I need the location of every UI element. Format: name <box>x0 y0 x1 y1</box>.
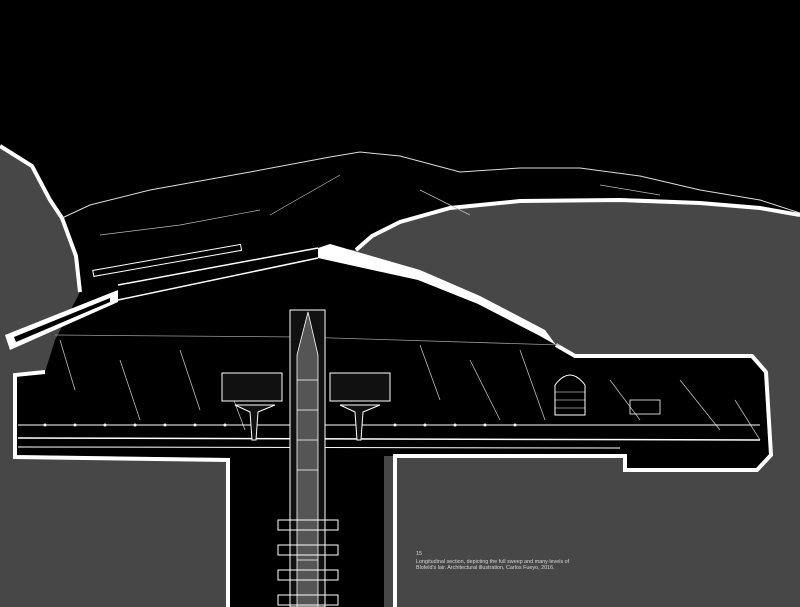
ridge-line <box>61 151 800 219</box>
roof-line <box>117 247 319 301</box>
figure-caption: 15 Longitudinal section, depicting the f… <box>416 551 586 572</box>
suspended-pods <box>221 372 391 441</box>
hill-outline-right <box>354 197 800 252</box>
central-tower <box>277 309 339 607</box>
figure-number: 15 <box>416 551 422 557</box>
dome-structure <box>554 374 586 416</box>
mountain-outline-left <box>0 144 82 293</box>
caption-text: Longitudinal section, depicting the full… <box>416 558 570 572</box>
building-outline <box>393 343 774 607</box>
roof-slab <box>318 244 556 345</box>
floor-lights <box>43 423 517 427</box>
crates <box>629 399 661 415</box>
shaft-outline-left <box>13 370 230 607</box>
